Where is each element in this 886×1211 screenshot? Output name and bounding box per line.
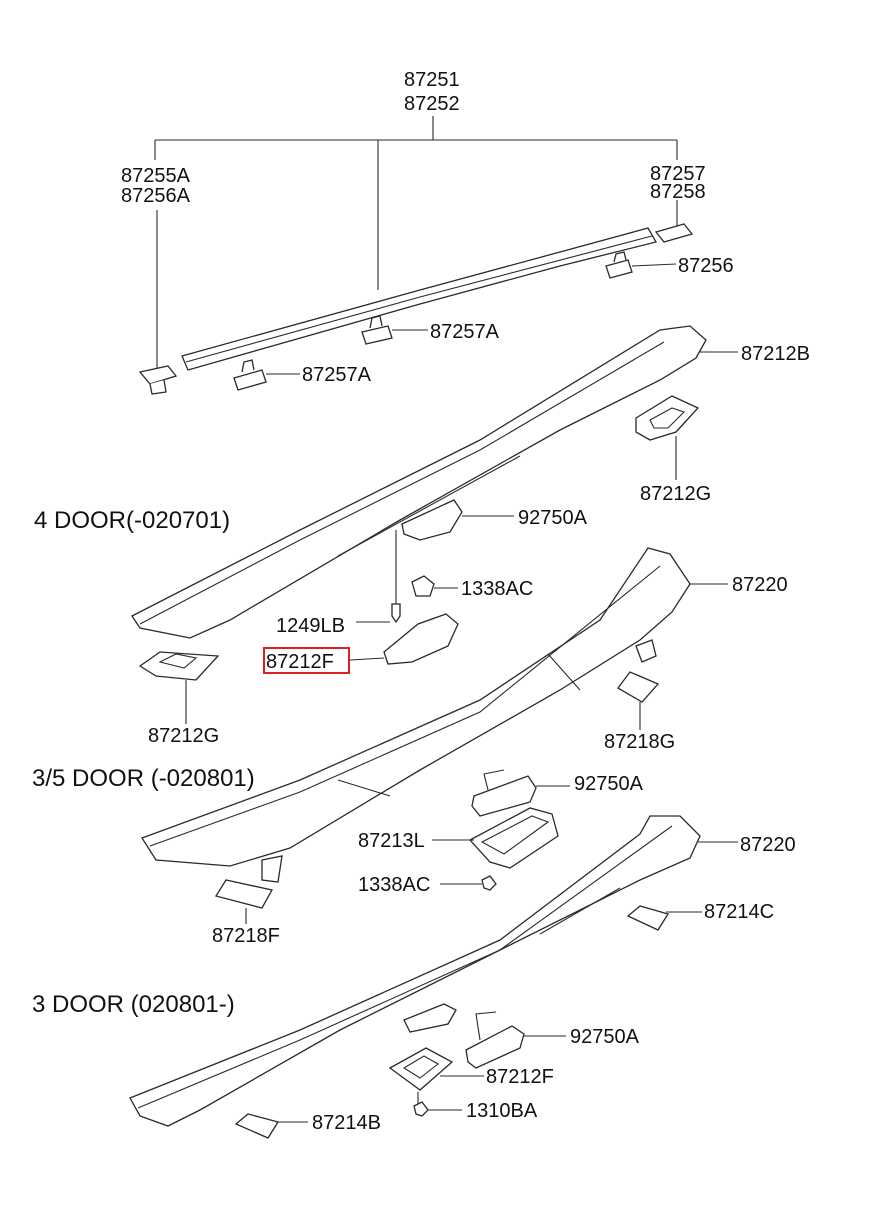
lamp-92750a-upper [401, 499, 463, 541]
end-cap-87255a [138, 365, 178, 385]
spoiler-87220-ribs [337, 653, 581, 797]
spoiler-35door-group [141, 547, 728, 924]
housing-87213l [468, 807, 559, 869]
label-87256[interactable]: 87256 [678, 255, 734, 277]
roof-molding-strip [181, 227, 657, 371]
pad-87212g-right [635, 395, 700, 441]
spoiler-87220-edge [149, 565, 661, 847]
label-87212g-left[interactable]: 87212G [148, 725, 219, 747]
pad-87212f-lower [388, 1047, 454, 1091]
spoiler-87220-foot [261, 855, 283, 883]
label-87213l[interactable]: 87213L [358, 830, 425, 852]
section-3-door: 3 DOOR (020801-) [32, 991, 235, 1018]
nut-1338ac-upper [411, 575, 435, 597]
leader-87251 [154, 116, 678, 290]
label-87258[interactable]: 87258 [650, 181, 706, 203]
bracket-87218f [214, 879, 273, 909]
label-92750a-upper[interactable]: 92750A [518, 507, 588, 529]
label-1338ac-lower[interactable]: 1338AC [358, 874, 430, 896]
label-87220-upper[interactable]: 87220 [732, 574, 788, 596]
label-87218f[interactable]: 87218F [212, 925, 280, 947]
clip-87257a-lower [233, 359, 300, 391]
gasket-87212f [383, 613, 459, 665]
spoiler-87212b-edge [139, 341, 665, 625]
label-87218g[interactable]: 87218G [604, 731, 675, 753]
label-87212b[interactable]: 87212B [741, 343, 810, 365]
spoiler-87212b [131, 325, 707, 639]
leader-1310ba [417, 1092, 462, 1111]
label-87252[interactable]: 87252 [404, 93, 460, 115]
spoiler-87220-lower-line [539, 887, 621, 935]
label-1310ba[interactable]: 1310BA [466, 1100, 538, 1122]
label-87220-lower[interactable]: 87220 [740, 834, 796, 856]
molding-edge [185, 235, 653, 363]
bracket-87214b [234, 1113, 280, 1139]
label-87257a-upper[interactable]: 87257A [430, 321, 500, 343]
label-87212f-lower[interactable]: 87212F [486, 1066, 554, 1088]
screw-1249lb [391, 603, 401, 624]
lamp-92750a-middle [471, 775, 537, 817]
spoiler-3door-group [129, 815, 738, 1139]
section-3-5-door: 3/5 DOOR (-020801) [32, 765, 255, 792]
leader-87212f [349, 657, 385, 661]
label-1338ac-upper[interactable]: 1338AC [461, 578, 533, 600]
label-87256a[interactable]: 87256A [121, 185, 191, 207]
clip-87257a-upper [361, 315, 428, 345]
bracket-87214c [626, 905, 670, 931]
label-87251[interactable]: 87251 [404, 69, 460, 91]
nut-1310ba [413, 1101, 429, 1117]
spoiler-87212b-line [337, 455, 521, 557]
end-cap-87257 [654, 223, 694, 243]
label-92750a-lower[interactable]: 92750A [570, 1026, 640, 1048]
spoiler-87220-lower-edge [137, 825, 673, 1109]
spoiler-87220-lower [129, 815, 701, 1127]
clip-87256 [605, 251, 677, 279]
label-87214c[interactable]: 87214C [704, 901, 774, 923]
label-87212f-highlighted[interactable]: 87212F [266, 651, 334, 673]
spoiler-4door-group [131, 325, 738, 724]
section-4-door: 4 DOOR(-020701) [34, 507, 230, 534]
highlight-box-87212f [263, 647, 350, 674]
label-87257[interactable]: 87257 [650, 163, 706, 185]
label-87214b[interactable]: 87214B [312, 1112, 381, 1134]
label-87255a[interactable]: 87255A [121, 165, 191, 187]
label-87212g-right[interactable]: 87212G [640, 483, 711, 505]
label-87257a-lower[interactable]: 87257A [302, 364, 372, 386]
end-cap-87255a-tab [149, 379, 167, 395]
nut-1338ac-lower [481, 875, 497, 891]
bracket-87218g [617, 671, 660, 703]
spoiler-87220-tab [635, 639, 657, 663]
lamp-92750a-lower [465, 1025, 525, 1069]
roof-molding-group [138, 116, 694, 395]
label-92750a-middle[interactable]: 92750A [574, 773, 644, 795]
label-1249lb[interactable]: 1249LB [276, 615, 345, 637]
pad-87212g-left [138, 651, 220, 681]
spoiler-87220-lower-mount [403, 1003, 457, 1033]
spoiler-87220-upper [141, 547, 691, 867]
